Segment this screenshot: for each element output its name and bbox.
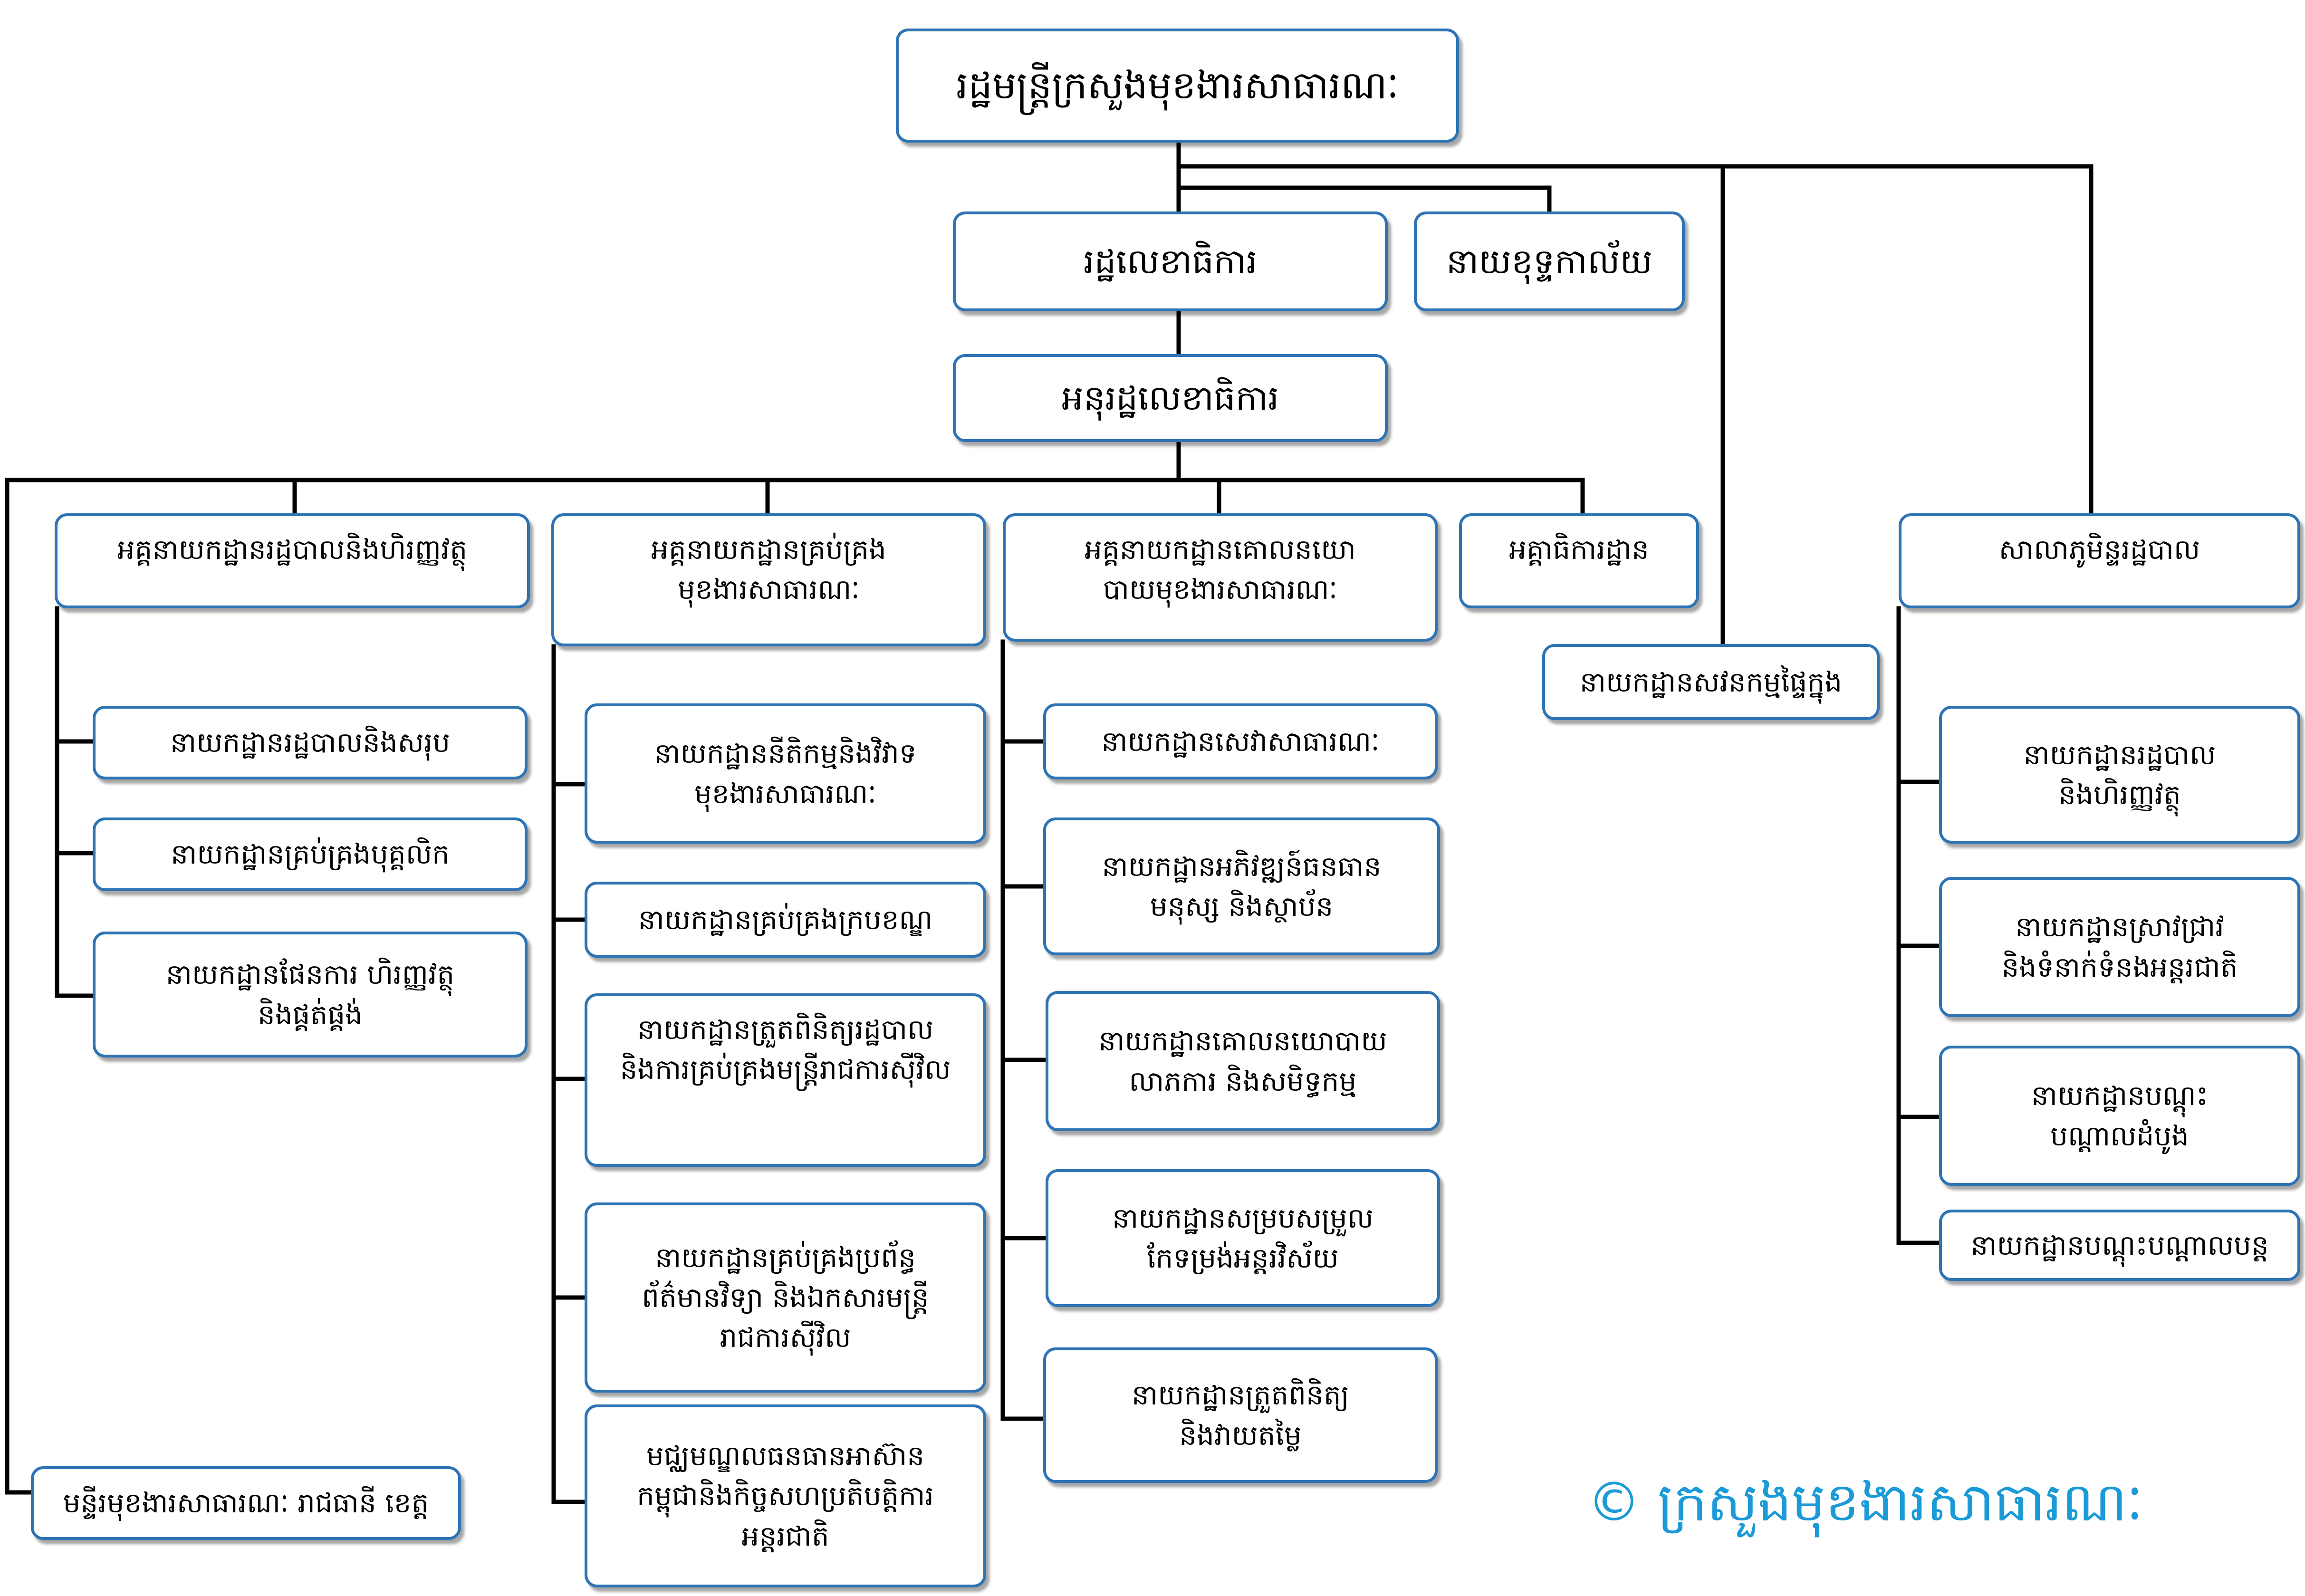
school-dept-continuing-training: នាយកដ្ឋានបណ្តុះបណ្តាលបន្ត bbox=[1939, 1210, 2300, 1281]
dept-administrative-inspection: នាយកដ្ឋានត្រួតពិនិត្យរដ្ឋបាល និងការគ្រប់… bbox=[585, 993, 986, 1167]
dept-reform-coordination: នាយកដ្ឋានសម្របសម្រួល កែទម្រង់អន្តរវិស័យ bbox=[1046, 1169, 1440, 1307]
asean-resource-center: មជ្ឈមណ្ឌលធនធានអាស៊ាន កម្ពុជានិងកិច្ចសហប្… bbox=[585, 1404, 986, 1587]
dept-framework-management: នាយកដ្ឋានគ្រប់គ្រងក្របខណ្ឌ bbox=[585, 882, 986, 958]
dept-remuneration-policy: នាយកដ្ឋានគោលនយោបាយ លាភការ និងសមិទ្ធកម្ម bbox=[1046, 991, 1440, 1131]
dept-information-systems-records: នាយកដ្ឋានគ្រប់គ្រងប្រព័ន្ធ ព័ត៌មានវិទ្យា… bbox=[585, 1202, 986, 1393]
dept-planning-finance-supply: នាយកដ្ឋានផែនការ ហិរញ្ញវត្ថុ និងផ្គត់ផ្គង… bbox=[93, 932, 528, 1058]
secretary-of-state-box: រដ្ឋលេខាធិការ bbox=[953, 212, 1388, 311]
under-secretary-box: អនុរដ្ឋលេខាធិការ bbox=[953, 354, 1388, 442]
general-department-admin-finance: អគ្គនាយកដ្ឋានរដ្ឋបាលនិងហិរញ្ញវត្ថុ bbox=[55, 513, 530, 608]
school-dept-initial-training: នាយកដ្ឋានបណ្តុះ បណ្តាលដំបូង bbox=[1939, 1046, 2300, 1186]
provincial-department-box: មន្ទីរមុខងារសាធារណៈ រាជធានី ខេត្ត bbox=[31, 1466, 461, 1540]
copyright-text: © ក្រសួងមុខងារសាធារណៈ bbox=[1587, 1471, 2143, 1533]
dept-human-resource-development: នាយកដ្ឋានអភិវឌ្ឍន៍ធនធាន មនុស្ស និងស្ថាប័… bbox=[1043, 817, 1440, 955]
royal-school-of-administration-box: សាលាភូមិន្ទរដ្ឋបាល bbox=[1899, 513, 2300, 608]
general-department-civil-service-management: អគ្គនាយកដ្ឋានគ្រប់គ្រង មុខងារសាធារណៈ bbox=[551, 513, 986, 646]
minister-box: រដ្ឋមន្ត្រីក្រសួងមុខងារសាធារណៈ bbox=[896, 29, 1459, 143]
dept-personnel-management: នាយកដ្ឋានគ្រប់គ្រងបុគ្គលិក bbox=[93, 817, 528, 891]
dept-legislation-disputes: នាយកដ្ឋាននីតិកម្មនិងវិវាទ មុខងារសាធារណៈ bbox=[585, 703, 986, 844]
dept-admin-general: នាយកដ្ឋានរដ្ឋបាលនិងសរុប bbox=[93, 706, 528, 779]
general-department-civil-service-policy: អគ្គនាយកដ្ឋានគោលនយោ បាយមុខងារសាធារណៈ bbox=[1003, 513, 1438, 642]
school-dept-admin-finance: នាយកដ្ឋានរដ្ឋបាល និងហិរញ្ញវត្ថុ bbox=[1939, 706, 2300, 844]
dept-public-service: នាយកដ្ឋានសេវាសាធារណៈ bbox=[1043, 703, 1438, 779]
internal-audit-box: នាយកដ្ឋានសវនកម្មផ្ទៃក្នុង bbox=[1542, 644, 1880, 720]
dept-monitoring-evaluation: នាយកដ្ឋានត្រួតពិនិត្យ និងវាយតម្លៃ bbox=[1043, 1347, 1438, 1483]
cabinet-box: នាយខុទ្ទកាល័យ bbox=[1414, 212, 1685, 311]
school-dept-research-international: នាយកដ្ឋានស្រាវជ្រាវ និងទំនាក់ទំនងអន្តរជា… bbox=[1939, 877, 2300, 1017]
inspectorate-box: អគ្គាធិការដ្ឋាន bbox=[1459, 513, 1699, 608]
